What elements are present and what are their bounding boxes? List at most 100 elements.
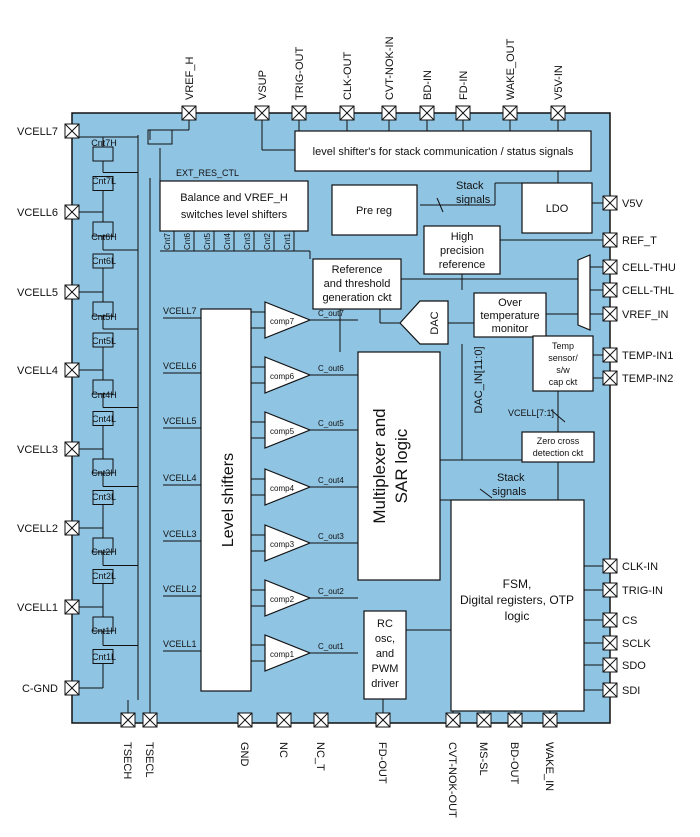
switch-pair-5 (92, 292, 138, 370)
balance-cnt-cnt1: Cnt1 (283, 233, 292, 250)
switch-pair-3 (92, 449, 138, 528)
switch-label-cnt3l: Cnt3L (92, 492, 116, 502)
svg-text:Temp: Temp (552, 341, 574, 351)
pin-cell-thl (602, 282, 618, 298)
pin-label-vcell4: VCELL4 (17, 365, 58, 377)
svg-text:FSM,: FSM, (503, 577, 532, 591)
comparator-output-c-out4: C_out4 (318, 476, 344, 485)
over-temperature-monitor-block: Over temperature monitor (473, 292, 547, 338)
switch-label-cnt4h: Cnt4H (91, 390, 117, 400)
pin-vcell1 (64, 599, 80, 615)
pin-label-sdo: SDO (622, 660, 646, 672)
svg-text:Level shifters: Level shifters (220, 453, 237, 547)
pin-label-fd-in: FD-IN (458, 71, 470, 100)
pin-label-vsup: VSUP (257, 70, 269, 100)
switch-layer: Cnt7HCnt7LCnt6HCnt6LCnt5HCnt5LCnt4HCnt4L… (91, 137, 138, 688)
pin-fd-in (455, 105, 471, 121)
pin-label-c-gnd: C-GND (22, 683, 58, 695)
pin-wake-out (502, 105, 518, 121)
vcell-input-vcell7: VCELL7 (163, 306, 197, 316)
pin-label-vcell2: VCELL2 (17, 523, 58, 535)
pin-label-temp-in2: TEMP-IN2 (622, 373, 673, 385)
svg-text:level shifter's for stack comm: level shifter's for stack communication … (313, 146, 574, 158)
pin-label-ref-t: REF_T (622, 235, 657, 247)
pin-clk-in (602, 558, 618, 574)
pin-vcell5 (64, 284, 80, 300)
pin-vcell7 (64, 123, 80, 139)
comparator-output-c-out1: C_out1 (318, 642, 344, 651)
comparator-comp7: comp7 C_out7 (251, 301, 358, 339)
pin-vref-in (602, 306, 618, 322)
pin-wake-in (542, 712, 558, 728)
comparator-output-c-out7: C_out7 (318, 309, 344, 318)
stack-level-shifter-block: level shifter's for stack communication … (294, 130, 592, 172)
svg-text:comp6: comp6 (270, 372, 295, 381)
pin-ms-sl (476, 712, 492, 728)
pin-label-sdi: SDI (622, 685, 640, 697)
svg-text:Zero cross: Zero cross (537, 436, 580, 446)
pin-label-tsech: TSECH (121, 742, 133, 779)
vcell-input-vcell3: VCELL3 (163, 529, 197, 539)
pin-label-trig-out: TRIG-OUT (294, 47, 306, 100)
pin-label-fd-out: FD-OUT (376, 742, 388, 784)
pin-label-nc-t: NC_T (314, 742, 326, 771)
svg-text:signals: signals (492, 486, 527, 498)
zero-cross-block: Zero cross detection ckt (521, 431, 595, 463)
svg-text:generation ckt: generation ckt (322, 292, 391, 304)
pin-label-trig-in: TRIG-IN (622, 585, 663, 597)
cell-threshold-mux (577, 254, 591, 331)
pin-label-cvt-nok-in: CVT-NOK-IN (384, 36, 396, 100)
svg-text:s/w: s/w (556, 365, 570, 375)
pin-bd-out (507, 712, 523, 728)
pin-sdi (602, 682, 618, 698)
pin-trig-in (602, 582, 618, 598)
dac-in-label: DAC_IN[11:0] (473, 346, 485, 413)
switch-label-cnt2l: Cnt2L (92, 571, 116, 581)
pin-cvt-nok-out (445, 712, 461, 728)
pin-label-gnd: GND (238, 742, 250, 767)
pin-label-tsecl: TSECL (143, 742, 155, 777)
pin-label-vcell6: VCELL6 (17, 207, 58, 219)
svg-text:DAC: DAC (429, 311, 441, 334)
pin-clk-out (339, 105, 355, 121)
svg-text:osc,: osc, (375, 633, 395, 645)
balance-vref-h-block: Balance and VREF_H switches level shifte… (159, 180, 309, 232)
balance-cnt-cnt6: Cnt6 (183, 233, 192, 250)
switch-label-cnt5h: Cnt5H (91, 312, 117, 322)
svg-text:detection ckt: detection ckt (533, 448, 584, 458)
comparator-output-c-out5: C_out5 (318, 419, 344, 428)
pin-tsech (120, 712, 136, 728)
switch-pair-7 (92, 137, 138, 212)
switch-pair-4 (92, 370, 138, 449)
pin-label-vcell3: VCELL3 (17, 444, 58, 456)
svg-text:RC: RC (377, 618, 393, 630)
svg-text:SAR logic: SAR logic (392, 428, 411, 503)
svg-text:and: and (376, 648, 394, 660)
pin-trig-out (291, 105, 307, 121)
pin-vcell3 (64, 441, 80, 457)
pin-vcell6 (64, 204, 80, 220)
pin-label-clk-in: CLK-IN (622, 561, 658, 573)
pin-cell-thu (602, 259, 618, 275)
vcell-bus-label: VCELL[7:1] (508, 408, 554, 418)
svg-text:comp7: comp7 (270, 317, 295, 326)
svg-text:driver: driver (371, 678, 399, 690)
balance-cnt-cnt7: Cnt7 (163, 233, 172, 250)
stack-signals-top-label: Stack signals (456, 180, 491, 206)
high-precision-reference-block: High precision reference (423, 225, 501, 275)
pin-vsup (254, 105, 270, 121)
svg-text:comp2: comp2 (270, 595, 295, 604)
switch-label-cnt7h: Cnt7H (91, 138, 117, 148)
pin-label-nc: NC (277, 742, 289, 758)
pin-tsecl (142, 712, 158, 728)
svg-text:Pre reg: Pre reg (356, 205, 392, 217)
svg-text:sensor/: sensor/ (548, 353, 578, 363)
pin-label-vref-h: VREF_H (184, 57, 196, 100)
fsm-block: FSM, Digital registers, OTP logic (450, 499, 585, 712)
svg-text:Multiplexer and: Multiplexer and (370, 408, 389, 523)
pin-label-bd-out: BD-OUT (508, 742, 520, 784)
pin-label-ms-sl: MS-SL (477, 742, 489, 776)
pre-reg-block: Pre reg (331, 184, 418, 236)
pin-label-cell-thl: CELL-THL (622, 285, 674, 297)
